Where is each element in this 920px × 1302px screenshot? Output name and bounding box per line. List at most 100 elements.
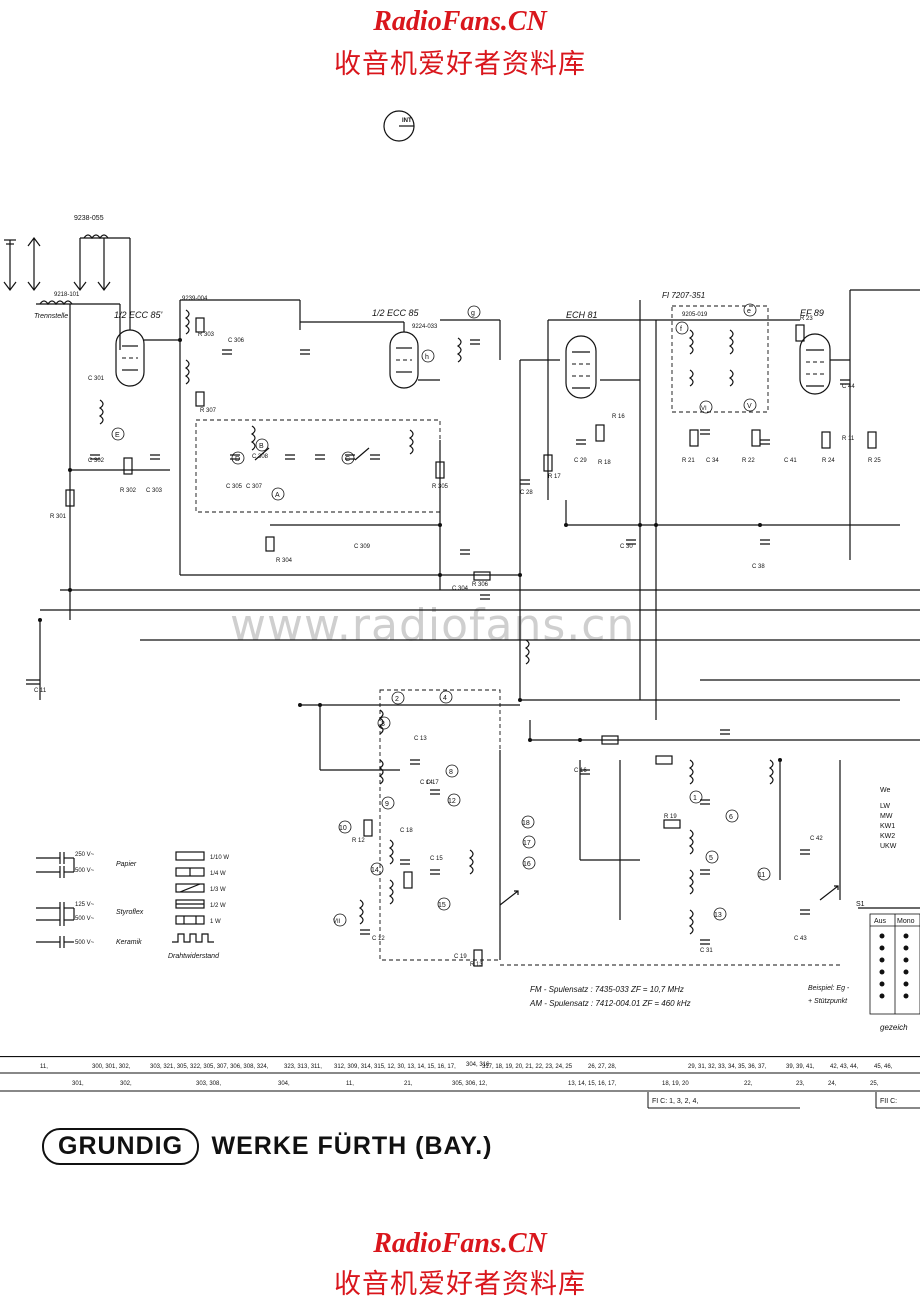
component-label: C 307 xyxy=(246,484,263,490)
component-labels: C 301 C 302 C 303 C 304 C 305 C 306 C 30… xyxy=(34,316,881,968)
svg-text:1 W: 1 W xyxy=(210,919,221,925)
svg-text:E: E xyxy=(115,432,120,439)
table-cell: 304, xyxy=(278,1081,290,1087)
tube-2-label: 1/2 ECC 85 xyxy=(372,308,420,318)
svg-text:18: 18 xyxy=(522,820,530,827)
component-label: R 306 xyxy=(472,582,489,588)
coil-9238-label: 9238-055 xyxy=(74,215,104,222)
table-cell: 317, 18, 19, 20, 21, 22, 23, 24, 25 xyxy=(482,1064,573,1070)
table-cell: 13, 14, 15, 16, 17, xyxy=(568,1081,617,1087)
svg-text:f: f xyxy=(680,326,682,333)
component-label: C 305 xyxy=(226,484,243,490)
component-label: R 24 xyxy=(822,458,835,464)
svg-text:V: V xyxy=(747,403,752,410)
table-cell: 300, 301, 302, xyxy=(92,1064,131,1070)
junction-dots xyxy=(38,338,782,762)
svg-text:VI: VI xyxy=(701,406,707,412)
component-label: C 16 xyxy=(574,768,587,774)
watermark-title-bottom: RadioFans.CN xyxy=(373,1228,547,1259)
legend xyxy=(36,851,214,948)
table-cell: 25, xyxy=(870,1081,879,1087)
table-cell: 23, xyxy=(796,1081,805,1087)
tube-ecc85-2 xyxy=(389,331,419,389)
svg-text:Styroflex: Styroflex xyxy=(116,909,144,916)
wiring xyxy=(39,238,920,966)
component-label: C 29 xyxy=(574,458,587,464)
table-cell: 304, 316 xyxy=(466,1062,490,1068)
tube-ech81 xyxy=(565,335,597,399)
component-label: R 303 xyxy=(198,332,215,338)
svg-text:3: 3 xyxy=(381,721,385,728)
component-label: R 304 xyxy=(276,558,293,564)
coil-9224-label: 9224-033 xyxy=(412,324,438,330)
svg-text:B: B xyxy=(259,443,264,450)
table-cell: 26, 27, 28, xyxy=(588,1064,617,1070)
component-label: C 11 xyxy=(34,688,47,694)
watermark-title-top: RadioFans.CN xyxy=(373,6,547,37)
table-cell: 11, xyxy=(40,1064,48,1070)
coil-9239-label: 9239-004 xyxy=(182,296,208,302)
svg-text:12: 12 xyxy=(448,798,456,805)
component-label: R 305 xyxy=(432,484,449,490)
component-label: C 38 xyxy=(752,564,765,570)
table-cell: 302, xyxy=(120,1081,132,1087)
svg-text:5: 5 xyxy=(709,855,713,862)
switch-matrix xyxy=(858,907,920,1015)
gi-logo: INT xyxy=(383,110,415,142)
svg-text:UKW: UKW xyxy=(880,843,897,850)
component-label: C 14 xyxy=(420,780,433,786)
svg-text:We: We xyxy=(880,787,890,794)
switch-header-mono: Mono xyxy=(897,918,915,925)
watermark-url: www.radiofans.cn xyxy=(230,600,636,651)
table-cell: 303, 321, 305, 322, 305, 307, 306, 308, … xyxy=(150,1064,269,1070)
table-cell: 29, 31, 32, 33, 34, 35, 36, 37, xyxy=(688,1064,767,1070)
fii-row: FII C: xyxy=(880,1098,897,1105)
tube-4-label: EF 89 xyxy=(800,308,824,318)
svg-text:C: C xyxy=(345,456,350,463)
watermark-subtitle-bottom: 收音机爱好者资料库 xyxy=(334,1269,586,1300)
component-label: C 15 xyxy=(430,856,443,862)
table-cell: 303, 308, xyxy=(196,1081,221,1087)
component-label: C 306 xyxy=(228,338,245,344)
component-label: C 12 xyxy=(372,936,385,942)
coils xyxy=(98,309,774,935)
svg-text:4: 4 xyxy=(443,695,447,702)
component-label: R 307 xyxy=(200,408,217,414)
table-cell: 312, 309, 314, 315, 12, 30, 13, 14, 15, … xyxy=(334,1064,456,1070)
coil-9218-label: 9218-101 xyxy=(54,292,80,298)
parts-position-table: 11, 300, 301, 302, 303, 321, 305, 322, 3… xyxy=(0,1056,920,1092)
component-label: C 34 xyxy=(706,458,719,464)
svg-text:1/10 W: 1/10 W xyxy=(210,855,229,861)
svg-text:Papier: Papier xyxy=(116,861,137,868)
svg-text:VII: VII xyxy=(333,919,341,925)
beispiel-label: Beispiel: Eg - xyxy=(808,985,850,992)
component-label: C 31 xyxy=(700,948,713,954)
component-label: R 23 xyxy=(800,316,813,322)
band-labels: We LW MW KW1 KW2 UKW xyxy=(880,787,897,850)
component-label: C 43 xyxy=(794,936,807,942)
input-wiring xyxy=(36,234,170,471)
svg-text:S1: S1 xyxy=(856,901,865,908)
trennstelle-label: Trennstelle xyxy=(34,313,68,320)
svg-text:h: h xyxy=(425,354,429,361)
svg-text:e: e xyxy=(747,308,751,315)
table-cell: 305, 306, 12, xyxy=(452,1081,487,1087)
component-label: R 17 xyxy=(548,474,561,480)
svg-text:MW: MW xyxy=(880,813,893,820)
fm-spulensatz: FM - Spulensatz : 7435-033 ZF = 10,7 MHz xyxy=(530,985,684,994)
gezeich-label: gezeich xyxy=(880,1023,908,1032)
capacitors xyxy=(26,339,850,945)
svg-text:17: 17 xyxy=(523,840,531,847)
svg-text:KW1: KW1 xyxy=(880,823,895,830)
component-label: C 19 xyxy=(454,954,467,960)
svg-text:8: 8 xyxy=(449,769,453,776)
table-cell: 45, 46, xyxy=(874,1064,893,1070)
table-cell: 301, xyxy=(72,1081,84,1087)
am-spulensatz: AM - Spulensatz : 7412-004.01 ZF = 460 k… xyxy=(529,999,691,1008)
component-label: C 302 xyxy=(88,458,105,464)
svg-text:500 V~: 500 V~ xyxy=(75,940,95,946)
grundig-logo: GRUNDIG xyxy=(42,1128,200,1165)
component-label: R 22 xyxy=(742,458,755,464)
component-label: R 12 xyxy=(352,838,365,844)
svg-text:1/4 W: 1/4 W xyxy=(210,871,226,877)
